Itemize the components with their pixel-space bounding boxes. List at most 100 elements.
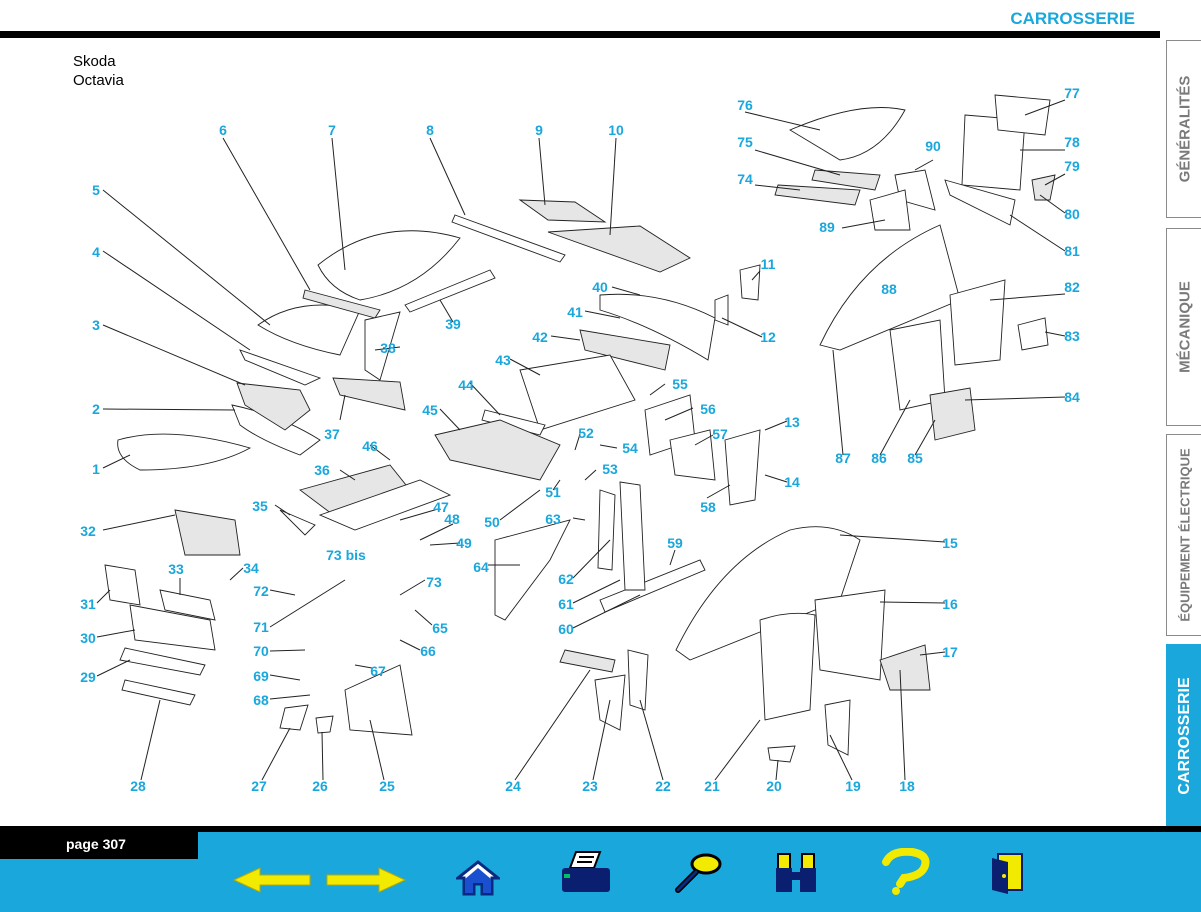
callout-label: 63 <box>545 511 561 527</box>
callout-label: 35 <box>252 498 268 514</box>
callout-label: 10 <box>608 122 624 138</box>
callout-label: 25 <box>379 778 395 794</box>
search-button[interactable] <box>674 852 722 894</box>
callout-label: 66 <box>420 643 436 659</box>
callout-label: 26 <box>312 778 328 794</box>
callout-label: 16 <box>942 596 958 612</box>
callout-label: 49 <box>456 535 472 551</box>
callout-label: 38 <box>380 340 396 356</box>
callout-label: 43 <box>495 352 511 368</box>
callout-label: 85 <box>907 450 923 466</box>
callout-label: 89 <box>819 219 835 235</box>
callout-label: 78 <box>1064 134 1080 150</box>
callout-label: 72 <box>253 583 269 599</box>
callout-label: 46 <box>362 438 378 454</box>
callout-label: 4 <box>92 244 100 260</box>
callout-label: 32 <box>80 523 96 539</box>
callout-label: 19 <box>845 778 861 794</box>
callout-label: 29 <box>80 669 96 685</box>
binoculars-icon <box>776 853 816 892</box>
callout-label: 6 <box>219 122 227 138</box>
tab-label: ÉQUIPEMENT ÉLECTRIQUE <box>1177 448 1192 622</box>
callout-label: 62 <box>558 571 574 587</box>
callout-label: 20 <box>766 778 782 794</box>
callout-label: 37 <box>324 426 340 442</box>
callout-label: 12 <box>760 329 776 345</box>
tab-mecanique[interactable]: MÉCANIQUE <box>1166 228 1201 426</box>
callout-label: 44 <box>458 377 474 393</box>
arrow-right-icon <box>326 867 407 893</box>
section-title: CARROSSERIE <box>1010 9 1135 28</box>
tab-label: GÉNÉRALITÉS <box>1176 75 1193 183</box>
part-outlines <box>104 94 1056 763</box>
callout-label: 57 <box>712 426 728 442</box>
next-page-button[interactable] <box>325 866 407 894</box>
tab-carrosserie[interactable]: CARROSSERIE <box>1166 644 1201 828</box>
tab-generalites[interactable]: GÉNÉRALITÉS <box>1166 40 1201 218</box>
callout-label: 28 <box>130 778 146 794</box>
question-icon <box>882 848 930 895</box>
callout-label: 82 <box>1064 279 1080 295</box>
callout-label: 31 <box>80 596 96 612</box>
tab-equipement-electrique[interactable]: ÉQUIPEMENT ÉLECTRIQUE <box>1166 434 1201 636</box>
callout-label: 60 <box>558 621 574 637</box>
callout-label: 90 <box>925 138 941 154</box>
callout-label: 67 <box>370 663 386 679</box>
print-button[interactable] <box>560 850 612 896</box>
callout-label: 74 <box>737 171 753 187</box>
arrow-left-icon <box>232 867 311 893</box>
magnifier-icon <box>675 853 722 893</box>
callout-label: 30 <box>80 630 96 646</box>
callout-label: 87 <box>835 450 851 466</box>
callout-label: 27 <box>251 778 267 794</box>
callout-label: 7 <box>328 122 336 138</box>
callout-label: 68 <box>253 692 269 708</box>
callout-label: 51 <box>545 484 561 500</box>
callout-label: 2 <box>92 401 100 417</box>
callout-label: 56 <box>700 401 716 417</box>
callout-label: 52 <box>578 425 594 441</box>
callout-label: 71 <box>253 619 269 635</box>
callout-label: 34 <box>243 560 259 576</box>
callout-label: 61 <box>558 596 574 612</box>
callout-label: 21 <box>704 778 720 794</box>
leader-lines <box>96 99 1066 781</box>
callout-label: 84 <box>1064 389 1080 405</box>
home-icon <box>456 860 500 896</box>
previous-page-button[interactable] <box>232 866 312 894</box>
callout-label: 53 <box>602 461 618 477</box>
callout-label: 48 <box>444 511 460 527</box>
callout-label: 47 <box>433 499 449 515</box>
callout-label: 41 <box>567 304 583 320</box>
callout-label: 73 bis <box>326 547 366 563</box>
exit-door-icon <box>992 853 1023 894</box>
header-bar <box>0 31 1160 38</box>
callout-label: 9 <box>535 122 543 138</box>
callout-label: 8 <box>426 122 434 138</box>
callout-label: 86 <box>871 450 887 466</box>
page-number: page 307 <box>0 826 198 859</box>
callout-label: 33 <box>168 561 184 577</box>
callout-label: 14 <box>784 474 800 490</box>
callout-label: 39 <box>445 316 461 332</box>
callout-label: 77 <box>1064 85 1080 101</box>
callout-label: 45 <box>422 402 438 418</box>
help-button[interactable] <box>866 848 936 896</box>
callout-label: 15 <box>942 535 958 551</box>
callout-label: 55 <box>672 376 688 392</box>
callout-label: 58 <box>700 499 716 515</box>
callout-label: 18 <box>899 778 915 794</box>
footer-strip <box>198 826 1201 832</box>
find-button[interactable] <box>774 852 820 894</box>
callout-label: 59 <box>667 535 683 551</box>
callout-label: 24 <box>505 778 521 794</box>
home-button[interactable] <box>456 860 500 896</box>
callout-label: 76 <box>737 97 753 113</box>
callout-label: 69 <box>253 668 269 684</box>
callout-label: 83 <box>1064 328 1080 344</box>
callout-label: 70 <box>253 643 269 659</box>
callout-label: 75 <box>737 134 753 150</box>
vehicle-model: Octavia <box>73 72 124 89</box>
exit-button[interactable] <box>990 852 1026 894</box>
callout-label: 65 <box>432 620 448 636</box>
